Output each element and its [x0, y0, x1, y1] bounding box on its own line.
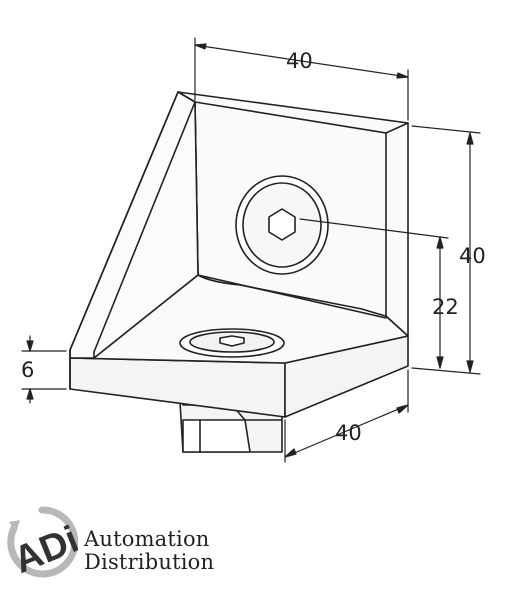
logo-text-line2: Distribution [84, 550, 215, 574]
slot-nut [179, 401, 283, 453]
dimension-right-height [411, 125, 481, 375]
dimension-top-width [194, 37, 409, 121]
vertical-screw [235, 175, 329, 275]
dimension-hole-height [299, 218, 449, 369]
svg-text:ADi: ADi [8, 518, 78, 581]
right-height-label: 40 [459, 244, 486, 268]
hole-height-label: 22 [432, 295, 459, 319]
dimension-base-thickness [21, 335, 67, 404]
adi-logo-icon: ADi [7, 506, 78, 582]
logo-text-line1: Automation [84, 527, 210, 551]
base-thickness-label: 6 [21, 358, 34, 382]
top-width-label: 40 [286, 49, 313, 73]
base-screw [179, 328, 285, 358]
dimension-depth [284, 369, 409, 463]
depth-label: 40 [335, 421, 362, 445]
gusset [69, 91, 199, 390]
